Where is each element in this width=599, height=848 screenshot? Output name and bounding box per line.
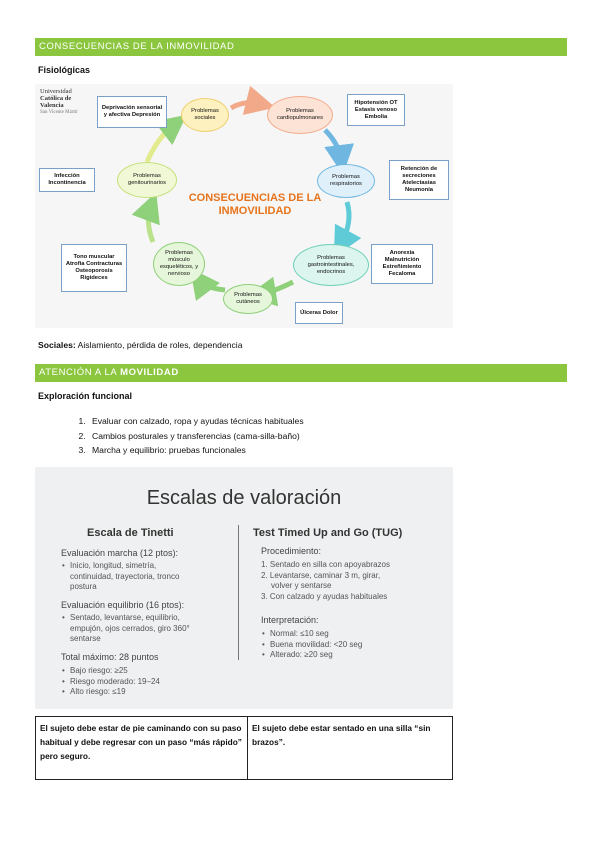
list-item: Alto riesgo: ≤19 (61, 687, 160, 698)
interpretacion-list: Normal: ≤10 seg Buena movilidad: <20 seg… (261, 629, 362, 661)
list-item: continuidad, trayectoria, tronco (70, 571, 180, 581)
tinetti-instruction-cell: El sujeto debe estar de pie caminando co… (35, 716, 248, 780)
diagram-center-title: CONSECUENCIAS DE LA INMOVILIDAD (188, 192, 322, 217)
section-header-consecuencias: CONSECUENCIAS DE LA INMOVILIDAD (35, 38, 567, 56)
list-item: postura (70, 582, 97, 591)
equilibrio-list: •Sentado, levantarse, equilibrio, empujó… (61, 613, 190, 645)
section-title-bold: MOVILIDAD (120, 367, 179, 378)
box-ulceras: Úlceras Dolor (295, 302, 343, 324)
box-anorexia: Anorexia Malnutrición Estreñimiento Feca… (371, 244, 433, 284)
box-hipotension: Hipotensión OT Estasis venoso Embolia (347, 94, 405, 126)
list-item: •Sentado, levantarse, equilibrio, (62, 613, 180, 622)
cycle-arrows (131, 85, 362, 307)
logo-line: San Vicente Mártir (40, 110, 78, 115)
escalas-title: Escalas de valoración (146, 487, 342, 509)
box-tono-muscular: Tono muscular Atrofia Contracturas Osteo… (61, 244, 127, 292)
list-item: 1. Sentado en silla con apoyabrazos (261, 560, 390, 569)
procedimiento-title: Procedimiento: (261, 546, 322, 556)
tug-instruction-cell: El sujeto debe estar sentado en una sill… (247, 716, 453, 780)
list-item: Evaluar con calzado, ropa y ayudas técni… (88, 414, 304, 429)
subheading-exploracion: Exploración funcional (38, 391, 133, 401)
list-text: Sentado, levantarse, equilibrio, (70, 613, 180, 622)
total-maximo: Total máximo: 28 puntos (61, 652, 159, 662)
oval-gastrointestinales: Problemas gastrointestinales, endocrinos (293, 244, 369, 286)
consequences-diagram: Universidad Católica de Valencia San Vic… (35, 84, 453, 328)
subheading-fisiologicas: Fisiológicas (38, 65, 91, 75)
instructions-table: El sujeto debe estar de pie caminando co… (35, 716, 453, 780)
list-item: •Inicio, longitud, simetría, (62, 561, 157, 570)
box-depresion: Deprivación sensorial y afectiva Depresi… (97, 96, 167, 128)
marcha-list: •Inicio, longitud, simetría, continuidad… (61, 561, 179, 593)
tug-heading: Test Timed Up and Go (TUG) (253, 527, 403, 539)
oval-cutaneos: Problemas cutáneos (223, 284, 273, 314)
oval-cardiopulmonares: Problemas cardiopulmonares (267, 96, 333, 134)
logo-line: Católica de (40, 95, 72, 102)
section-title-part: ATENCIÓN A LA (39, 367, 121, 378)
logo-line: Universidad (40, 88, 72, 95)
exploration-steps: Evaluar con calzado, ropa y ayudas técni… (72, 414, 304, 458)
list-item: Riesgo moderado: 19–24 (61, 677, 160, 688)
list-text: Inicio, longitud, simetría, (70, 561, 157, 570)
oval-respiratorios: Problemas respiratorios (317, 164, 375, 198)
list-item: Alterado: ≥20 seg (261, 650, 362, 661)
oval-musculo-esqueleticos: Problemas músculo esqueléticos, y nervio… (153, 242, 205, 286)
list-item: 3. Con calzado y ayudas habituales (261, 591, 388, 601)
box-retencion: Retención de secreciones Atelectasias Ne… (389, 160, 449, 200)
list-item: empujón, ojos cerrados, giro 360° (70, 623, 190, 633)
sociales-line: Sociales: Aislamiento, pérdida de roles,… (38, 340, 242, 350)
list-item: Buena movilidad: <20 seg (261, 640, 362, 651)
procedimiento-list: 1. Sentado en silla con apoyabrazos 2. L… (261, 560, 390, 602)
university-logo: Universidad Católica de Valencia San Vic… (40, 88, 78, 116)
oval-sociales: Problemas sociales (181, 98, 229, 132)
section-header-atencion: ATENCIÓN A LA MOVILIDAD (35, 364, 567, 382)
equilibrio-title: Evaluación equilibrio (16 ptos): (61, 600, 185, 610)
list-item: sentarse (70, 634, 101, 643)
oval-genitourinarios: Problemas genitourinarios (117, 162, 177, 198)
sociales-label: Sociales: (38, 340, 76, 350)
sociales-text: Aislamiento, pérdida de roles, dependenc… (75, 340, 243, 350)
list-item: volver y sentarse (271, 581, 332, 590)
list-item: Marcha y equilibrio: pruebas funcionales (88, 443, 304, 458)
escalas-panel: Escalas de valoración Escala de Tinetti … (35, 467, 453, 709)
box-infeccion: Infección Incontinencia (39, 168, 95, 192)
section-title: CONSECUENCIAS DE LA INMOVILIDAD (39, 41, 235, 52)
interpretacion-title: Interpretación: (261, 615, 319, 625)
list-item: Normal: ≤10 seg (261, 629, 362, 640)
logo-line: Valencia (40, 102, 64, 109)
column-divider (238, 525, 239, 660)
riesgo-list: Bajo riesgo: ≥25 Riesgo moderado: 19–24 … (61, 666, 160, 698)
list-item: 2. Levantarse, caminar 3 m, girar, (261, 570, 381, 580)
list-item: Bajo riesgo: ≥25 (61, 666, 160, 677)
list-item: Cambios posturales y transferencias (cam… (88, 429, 304, 444)
tinetti-heading: Escala de Tinetti (87, 527, 174, 539)
marcha-title: Evaluación marcha (12 ptos): (61, 548, 179, 558)
